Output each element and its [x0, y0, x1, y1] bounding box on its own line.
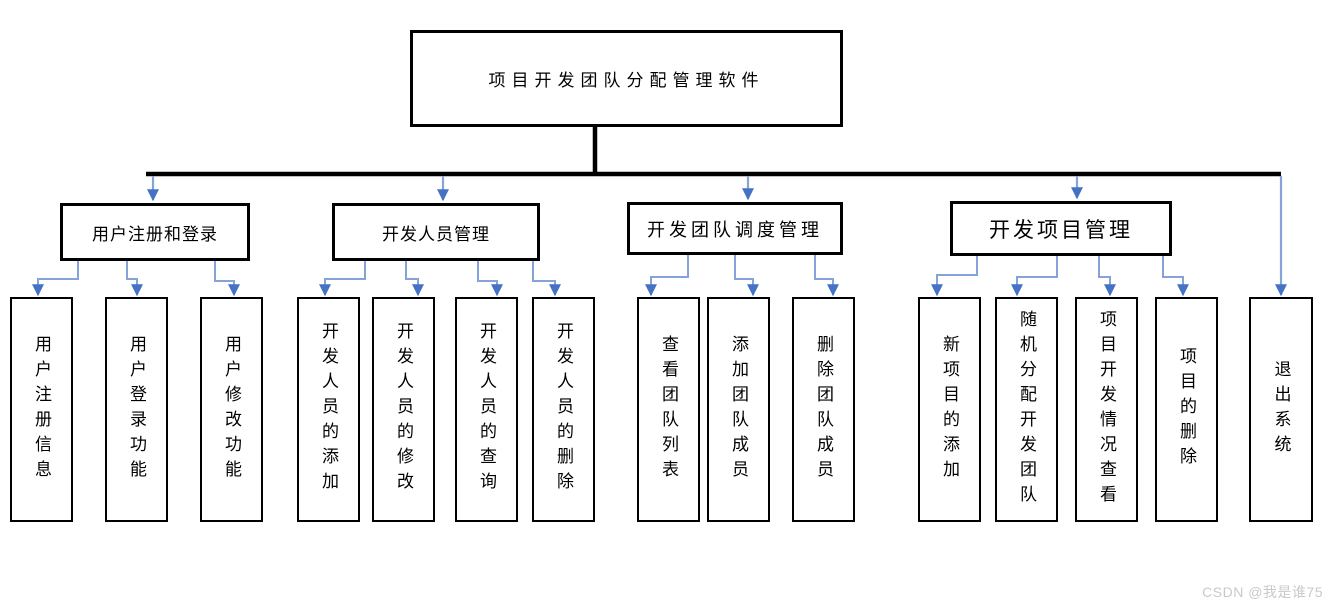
connector-dev-2 [405, 261, 424, 297]
module-label: 开发项目管理 [989, 217, 1133, 242]
leaf-label: 开发人员的添加 [319, 322, 338, 497]
connector-team-3 [814, 255, 839, 297]
connector-project-2 [1011, 256, 1058, 297]
leaf-label: 开发人员的修改 [394, 322, 413, 497]
leaf-label: 查看团队列表 [659, 334, 678, 485]
connector-team-1 [645, 255, 689, 297]
csdn-watermark: CSDN @我是谁75 [1202, 584, 1323, 600]
module-label: 开发人员管理 [382, 224, 490, 244]
leaf-label: 项目开发情况查看 [1097, 309, 1116, 510]
leaf-developer-modify: 开发人员的修改 [372, 297, 435, 522]
leaf-label: 随机分配开发团队 [1017, 309, 1036, 510]
leaf-label: 用户登录功能 [127, 334, 146, 485]
exit-system-node: 退出系统 [1249, 297, 1313, 522]
connector-user-auth-3 [214, 261, 240, 297]
connector-dev-1 [319, 261, 366, 297]
connector-dev-3 [477, 261, 503, 297]
leaf-developer-query: 开发人员的查询 [455, 297, 518, 522]
module-project-management: 开发项目管理 [950, 201, 1172, 256]
module-developer-management: 开发人员管理 [332, 203, 540, 261]
connector-team-2 [734, 255, 759, 297]
leaf-label: 删除团队成员 [814, 334, 833, 485]
leaf-team-list-view: 查看团队列表 [637, 297, 700, 522]
connector-user-auth-1 [32, 261, 79, 297]
leaf-developer-delete: 开发人员的删除 [532, 297, 595, 522]
leaf-project-progress-view: 项目开发情况查看 [1075, 297, 1138, 522]
module-label: 开发团队调度管理 [647, 219, 823, 240]
root-node-label: 项目开发团队分配管理软件 [488, 71, 765, 90]
module-label: 用户注册和登录 [92, 224, 218, 244]
module-team-scheduling: 开发团队调度管理 [627, 202, 843, 255]
leaf-label: 项目的删除 [1177, 347, 1196, 472]
leaf-random-assign-team: 随机分配开发团队 [995, 297, 1058, 522]
connector-project-4 [1162, 256, 1189, 297]
leaf-label: 开发人员的查询 [477, 322, 496, 497]
root-node: 项目开发团队分配管理软件 [410, 30, 843, 127]
leaf-label: 用户注册信息 [32, 334, 51, 485]
leaf-team-member-delete: 删除团队成员 [792, 297, 855, 522]
leaf-label: 开发人员的删除 [554, 322, 573, 497]
leaf-label: 用户修改功能 [222, 334, 241, 485]
leaf-label: 退出系统 [1271, 359, 1291, 460]
connector-dev-4 [532, 261, 561, 297]
connector-project-1 [931, 256, 978, 297]
connector-project-3 [1098, 256, 1116, 297]
connector-user-auth-2 [126, 261, 143, 297]
leaf-label: 新项目的添加 [940, 334, 959, 485]
leaf-user-modify: 用户修改功能 [200, 297, 263, 522]
leaf-project-add: 新项目的添加 [918, 297, 981, 522]
leaf-project-delete: 项目的删除 [1155, 297, 1218, 522]
leaf-user-register-info: 用户注册信息 [10, 297, 73, 522]
leaf-team-member-add: 添加团队成员 [707, 297, 770, 522]
module-user-register-login: 用户注册和登录 [60, 203, 250, 261]
leaf-user-login: 用户登录功能 [105, 297, 168, 522]
leaf-label: 添加团队成员 [729, 334, 748, 485]
leaf-developer-add: 开发人员的添加 [297, 297, 360, 522]
